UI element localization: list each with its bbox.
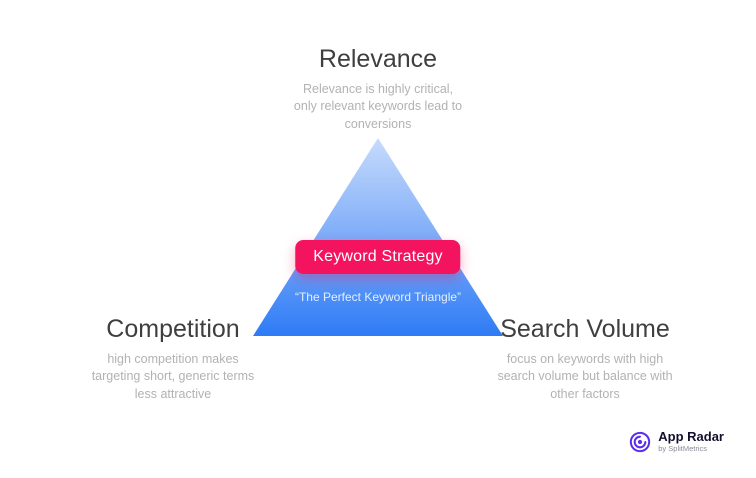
competition-title: Competition xyxy=(106,315,240,343)
competition-block: Competition high competition makes targe… xyxy=(83,315,263,404)
search-volume-block: Search Volume focus on keywords with hig… xyxy=(490,315,680,404)
app-radar-logo-icon xyxy=(630,432,651,453)
app-radar-brand: App Radar by SplitMetrics xyxy=(629,429,724,454)
competition-description: high competition makes targeting short, … xyxy=(91,351,255,402)
keyword-triangle-shape xyxy=(253,138,503,336)
search-volume-title: Search Volume xyxy=(500,315,670,343)
relevance-description: Relevance is highly critical, only relev… xyxy=(293,81,463,132)
triangle-caption: “The Perfect Keyword Triangle” xyxy=(294,290,462,304)
brand-text: App Radar by SplitMetrics xyxy=(658,429,724,454)
relevance-block: Relevance Relevance is highly critical, … xyxy=(278,45,478,134)
brand-name: App Radar xyxy=(658,429,724,445)
search-volume-description: focus on keywords with high search volum… xyxy=(497,351,673,402)
brand-subtitle: by SplitMetrics xyxy=(658,444,708,454)
relevance-title: Relevance xyxy=(318,45,438,73)
keyword-strategy-badge: Keyword Strategy xyxy=(295,240,461,274)
